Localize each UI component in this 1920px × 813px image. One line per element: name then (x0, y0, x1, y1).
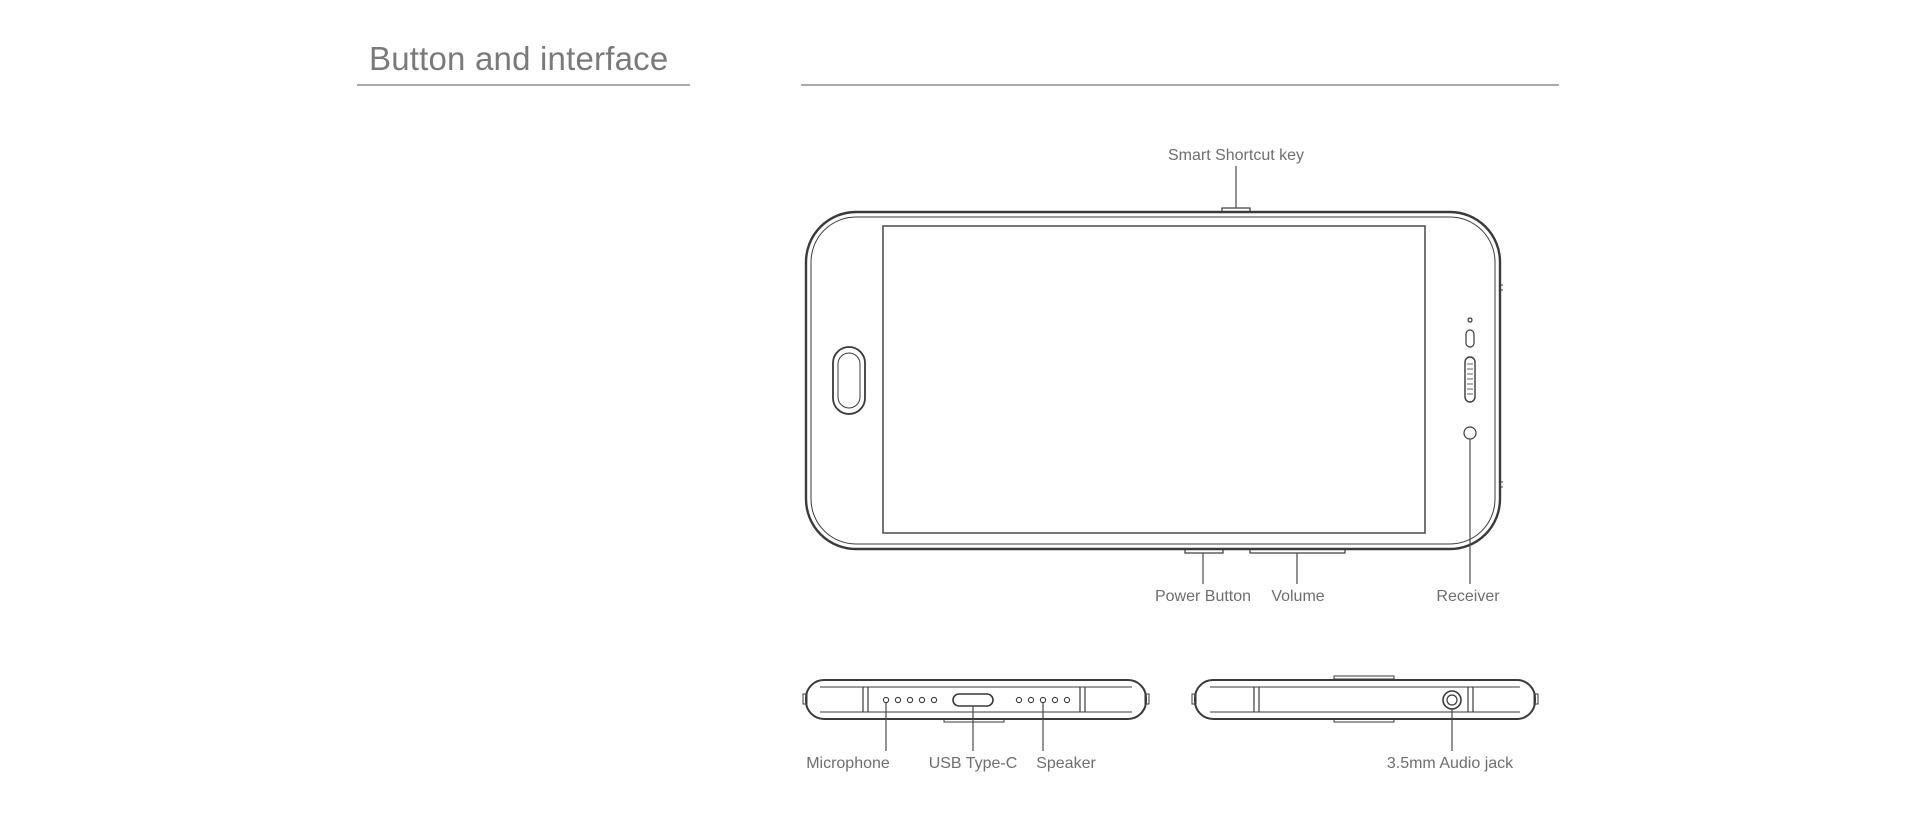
speaker-holes (1015, 696, 1071, 704)
sensor-icon (1465, 329, 1475, 348)
microphone-holes (882, 696, 938, 704)
home-button (832, 346, 866, 415)
receiver-grille (1464, 356, 1476, 403)
section-title: Button and interface (369, 40, 669, 77)
front-camera-icon (1467, 317, 1473, 323)
label-usb-type-c: USB Type-C (929, 755, 1018, 772)
label-speaker: Speaker (1036, 755, 1096, 772)
phone-front-view (804, 207, 1503, 554)
label-volume: Volume (1271, 588, 1324, 605)
label-microphone: Microphone (806, 755, 890, 772)
volume-rocker (1249, 548, 1346, 554)
title-underline (357, 84, 690, 86)
front-leader-lines (1202, 166, 1471, 584)
header-divider (801, 84, 1559, 86)
light-sensor-icon (1463, 426, 1477, 440)
edge-leader-lines (885, 703, 1453, 751)
label-smart-shortcut-key: Smart Shortcut key (1168, 147, 1304, 164)
label-receiver: Receiver (1436, 588, 1500, 605)
phone-bottom-view (802, 679, 1150, 723)
label-power-button: Power Button (1155, 588, 1251, 605)
label-audio-jack: 3.5mm Audio jack (1387, 755, 1514, 772)
phone-top-view (1191, 675, 1539, 723)
power-button (1184, 548, 1224, 554)
phone-screen (882, 225, 1426, 534)
usb-type-c-port (952, 693, 994, 707)
audio-jack-port (1442, 690, 1462, 710)
